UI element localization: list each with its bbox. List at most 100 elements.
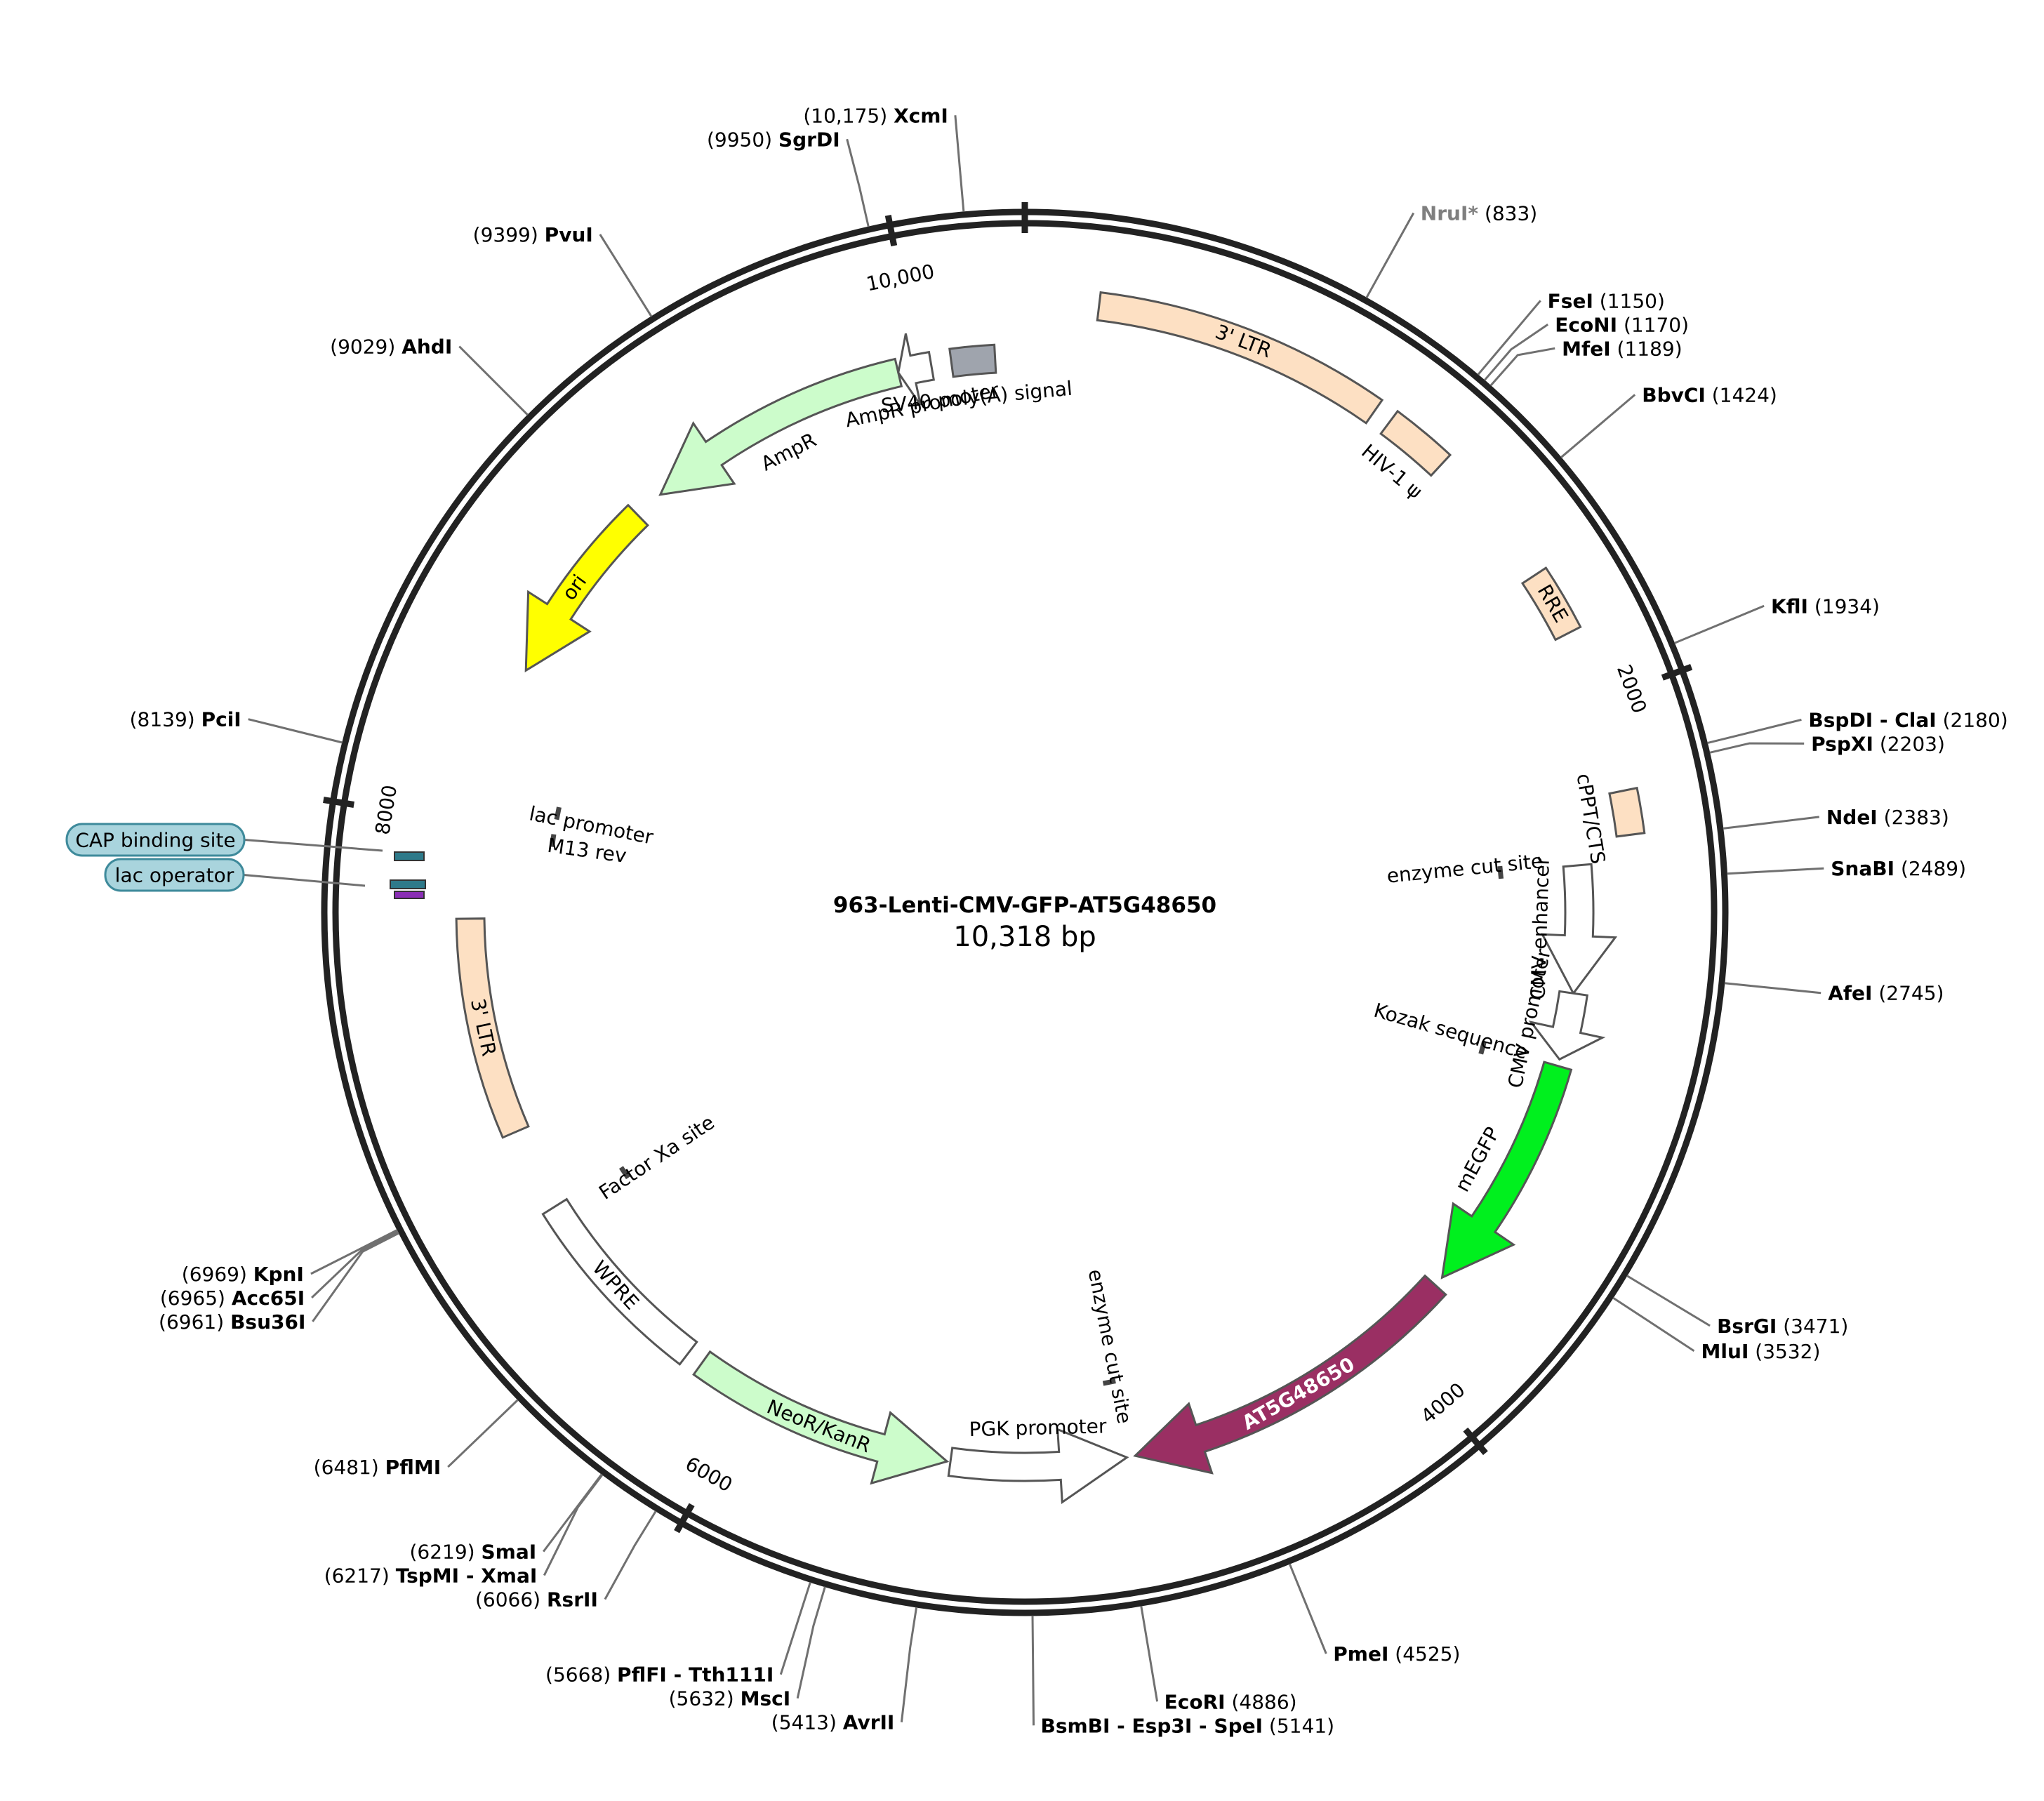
site-name: PflFI - Tth111I <box>617 1663 774 1687</box>
site-label: (5413) AvrII <box>771 1711 895 1734</box>
site-leader-line <box>779 1581 811 1675</box>
site-label: (9950) SgrDI <box>707 128 840 151</box>
site-leader-line <box>1140 1605 1159 1702</box>
site-leader-line <box>1560 394 1636 458</box>
feature-wpre <box>541 1197 698 1366</box>
site-ndei: NdeI (2383) <box>1723 806 1949 830</box>
site-acc65i: (6965) Acc65I <box>160 1230 399 1310</box>
site-position: (2203) <box>1880 732 1945 755</box>
feature-cppt-cts <box>1608 786 1646 838</box>
feature-label-at5g48650: AT5G48650 <box>1238 1353 1358 1435</box>
site-leader-line <box>1489 347 1555 387</box>
site-label: (10,175) XcmI <box>803 104 948 127</box>
site-position: (6961) <box>159 1310 224 1334</box>
site-position: (6965) <box>160 1287 225 1310</box>
site-position: (6219) <box>410 1541 475 1564</box>
feature-3-ltr <box>1096 291 1384 425</box>
site-label: (9029) AhdI <box>330 335 452 359</box>
callout-leader-line <box>244 839 383 852</box>
plasmid-name: 963-Lenti-CMV-GFP-AT5G48650 <box>833 893 1216 918</box>
site-leader-line <box>311 1230 399 1298</box>
site-name: BsmBI - Esp3I - SpeI <box>1040 1714 1263 1737</box>
site-label: MfeI (1189) <box>1562 337 1682 360</box>
site-label: (6969) KpnI <box>182 1263 304 1286</box>
site-label: (5668) PflFI - Tth111I <box>545 1663 774 1687</box>
site-label: (6217) TspMI - XmaI <box>324 1564 538 1588</box>
feature-pgk-promoter <box>947 1428 1129 1505</box>
site-pflmi: (6481) PflMI <box>314 1399 519 1479</box>
site-ecori: EcoRI (4886) <box>1140 1605 1297 1713</box>
site-pspxi: PspXI (2203) <box>1709 732 1945 755</box>
tick-mark <box>884 215 898 246</box>
site-fsei: FseI (1150) <box>1477 289 1665 376</box>
small-feature-mark <box>1478 1041 1487 1055</box>
site-position: (9950) <box>707 128 772 151</box>
feature-megfp <box>1440 1061 1573 1280</box>
site-label: EcoRI (4886) <box>1164 1690 1297 1713</box>
site-position: (3471) <box>1783 1315 1848 1338</box>
site-name: Bsu36I <box>230 1310 305 1334</box>
site-msci: (5632) MscI <box>669 1586 826 1710</box>
site-name: BspDI - ClaI <box>1808 708 1936 731</box>
site-kpni: (6969) KpnI <box>182 1229 398 1286</box>
site-position: (10,175) <box>803 104 887 127</box>
site-name: NruI* <box>1421 202 1479 225</box>
site-label: KflI (1934) <box>1771 594 1880 618</box>
site-name: BsrGI <box>1717 1315 1777 1338</box>
site-name: FseI <box>1548 289 1593 312</box>
feature-ampr-promoter <box>897 333 936 406</box>
site-label: (6965) Acc65I <box>160 1287 305 1310</box>
site-position: (5668) <box>545 1663 611 1687</box>
callout-label: lac operator <box>115 864 234 887</box>
site-name: Acc65I <box>232 1287 305 1310</box>
site-bspdi-clai: BspDI - ClaI (2180) <box>1707 708 2008 745</box>
site-label: (6219) SmaI <box>410 1541 537 1564</box>
site-name: PciI <box>201 708 241 731</box>
site-leader-line <box>1031 1615 1035 1726</box>
site-leader-line <box>599 234 653 317</box>
site-name: NdeI <box>1826 806 1878 829</box>
site-leader-line <box>1707 718 1802 745</box>
site-label: NruI* (833) <box>1421 202 1537 225</box>
site-position: (2745) <box>1878 982 1944 1005</box>
tick-mark <box>323 797 354 808</box>
site-position: (1424) <box>1712 383 1777 406</box>
small-feature-enzyme-cut-site: enzyme cut site <box>1386 849 1544 888</box>
site-leader-line <box>954 115 965 212</box>
site-name: KpnI <box>253 1263 304 1286</box>
site-label: PspXI (2203) <box>1811 732 1945 755</box>
site-mlui: MluI (3532) <box>1612 1296 1820 1363</box>
tick-label: 4000 <box>1416 1378 1470 1428</box>
site-position: (5413) <box>771 1711 837 1734</box>
site-label: BspDI - ClaI (2180) <box>1808 708 2007 731</box>
small-feature-mark <box>1497 865 1504 879</box>
site-label: (8139) PciI <box>130 708 241 731</box>
site-bsu36i: (6961) Bsu36I <box>159 1232 399 1334</box>
site-label: BsrGI (3471) <box>1717 1315 1848 1338</box>
site-name: PvuI <box>545 223 593 246</box>
site-kfli: KflI (1934) <box>1674 594 1880 644</box>
site-label: EcoNI (1170) <box>1555 313 1689 336</box>
site-position: (2180) <box>1943 708 2008 731</box>
site-tspmi-xmai: (6217) TspMI - XmaI <box>324 1474 604 1588</box>
site-label: BbvCI (1424) <box>1642 383 1777 406</box>
site-position: (2489) <box>1901 857 1966 880</box>
site-smai: (6219) SmaI <box>410 1473 603 1564</box>
site-pflfi-tth111i: (5668) PflFI - Tth111I <box>545 1581 811 1687</box>
site-leader-line <box>1724 982 1821 995</box>
site-name: PmeI <box>1333 1642 1388 1666</box>
site-afei: AfeI (2745) <box>1724 982 1944 1005</box>
site-rsrii: (6066) RsrII <box>475 1510 657 1611</box>
site-name: SmaI <box>482 1541 537 1564</box>
callout-box <box>65 823 246 857</box>
site-leader-line <box>1477 300 1541 376</box>
site-label: SnaBI (2489) <box>1831 857 1966 880</box>
site-leader-line <box>447 1399 519 1468</box>
site-position: (4525) <box>1395 1642 1460 1666</box>
site-nrui: NruI* (833) <box>1365 202 1537 298</box>
site-econi: EcoNI (1170) <box>1483 313 1689 381</box>
site-leader-line <box>1288 1563 1327 1654</box>
site-label: NdeI (2383) <box>1826 806 1949 829</box>
